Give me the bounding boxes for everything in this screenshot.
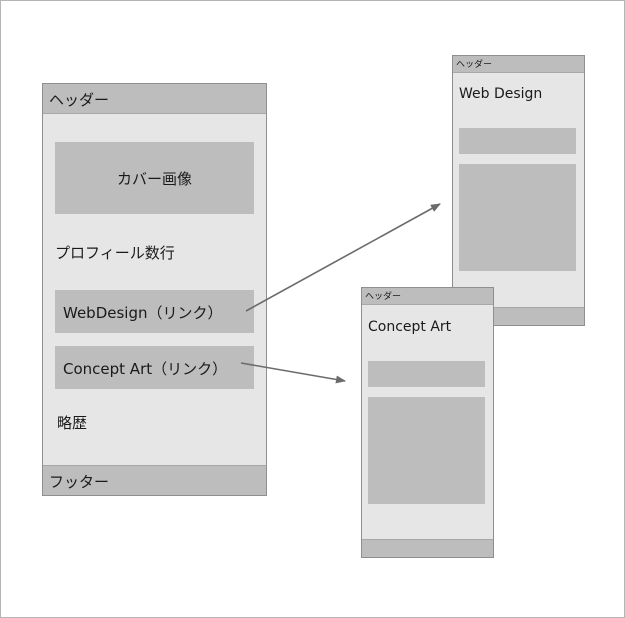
concept-art-footer bbox=[362, 539, 493, 557]
profile-text: プロフィール数行 bbox=[55, 244, 175, 262]
arrow-to-web-design bbox=[245, 203, 441, 312]
concept-art-small-block bbox=[368, 361, 485, 387]
cover-image-label: カバー画像 bbox=[116, 170, 192, 188]
web-design-small-block bbox=[459, 128, 576, 154]
main-footer-label: フッター bbox=[49, 473, 110, 491]
web-design-header: ヘッダー bbox=[453, 56, 584, 73]
concept-art-large-block bbox=[368, 397, 485, 504]
main-footer: フッター bbox=[43, 465, 266, 495]
web-design-header-label: ヘッダー bbox=[456, 60, 493, 70]
concept-art-header: ヘッダー bbox=[362, 288, 493, 305]
concept-art-title: Concept Art bbox=[368, 319, 452, 335]
concept-art-page-wireframe: ヘッダー Concept Art bbox=[361, 287, 494, 558]
main-header-label: ヘッダー bbox=[49, 91, 110, 109]
career-text: 略歴 bbox=[57, 414, 88, 432]
webdesign-link-label: WebDesign（リンク） bbox=[63, 304, 223, 322]
arrow-to-concept-art bbox=[240, 362, 346, 384]
webdesign-link-block[interactable]: WebDesign（リンク） bbox=[55, 290, 254, 333]
concept-art-link-block[interactable]: Concept Art（リンク） bbox=[55, 346, 254, 389]
concept-art-link-label: Concept Art（リンク） bbox=[63, 360, 228, 378]
main-header: ヘッダー bbox=[43, 84, 266, 114]
web-design-page-wireframe: ヘッダー Web Design bbox=[452, 55, 585, 326]
main-page-wireframe: ヘッダー カバー画像 プロフィール数行 WebDesign（リンク） Conce… bbox=[42, 83, 267, 496]
web-design-title: Web Design bbox=[459, 86, 543, 102]
cover-image-block: カバー画像 bbox=[55, 142, 254, 214]
concept-art-header-label: ヘッダー bbox=[365, 292, 402, 302]
web-design-large-block bbox=[459, 164, 576, 271]
